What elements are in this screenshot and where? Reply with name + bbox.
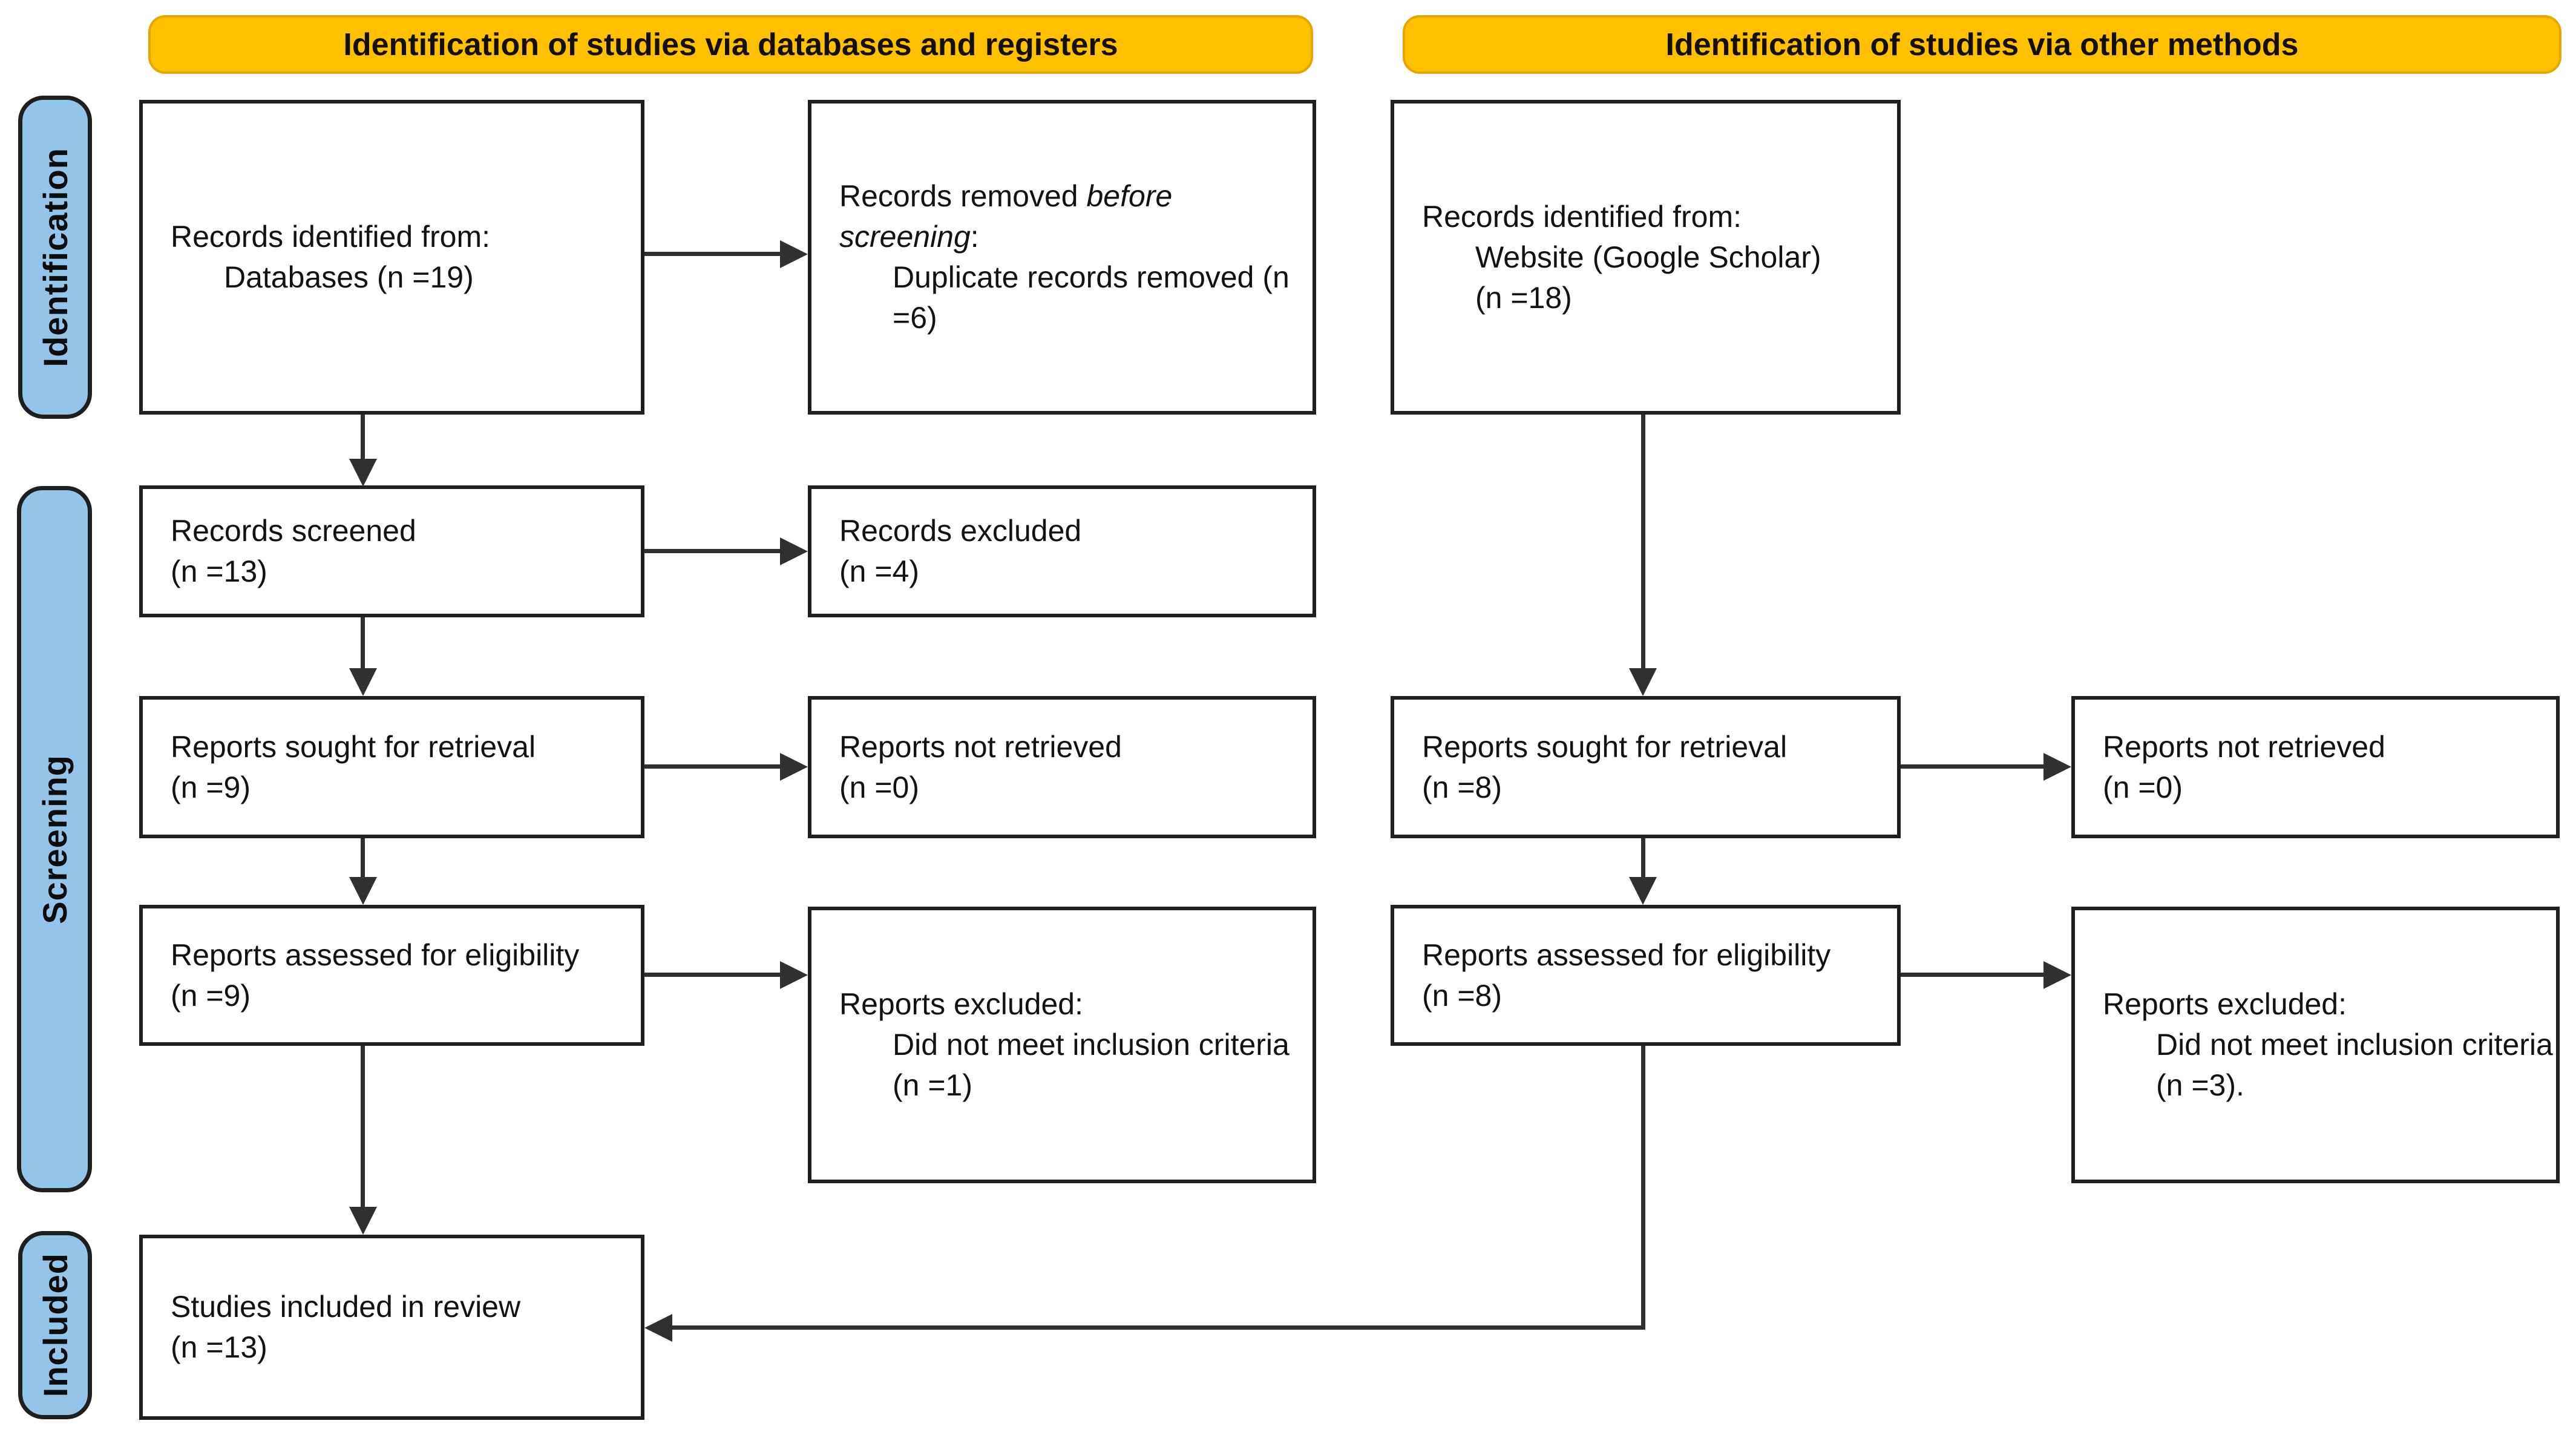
box-text-line: (n =4) — [839, 554, 920, 588]
arrow-sought-other-to-notretrieved-head — [2043, 753, 2071, 781]
arrow-screened-to-excluded-line — [644, 549, 781, 553]
box-text-line: Records removed before — [839, 179, 1173, 213]
arrow-sought-other-to-assessed-line — [1641, 838, 1645, 879]
box-records-identified-website: Records identified from: Website (Google … — [1391, 100, 1901, 415]
box-reports-excluded-databases: Reports excluded: Did not meet inclusion … — [808, 907, 1316, 1183]
box-records-removed-before-screening: Records removed before screening: Duplicat… — [808, 100, 1316, 415]
arrow-sought-to-notretrieved-line — [644, 764, 781, 769]
box-text-line: Records identified from: — [1422, 199, 1742, 234]
box-text-line: Studies included in review — [171, 1290, 521, 1324]
banner-other-methods-label: Identification of studies via other meth… — [1665, 27, 2299, 62]
box-text-line: Records screened — [171, 514, 416, 548]
box-text-line: (n =13) — [171, 554, 267, 588]
box-text-line: Reports assessed for eligibility — [171, 938, 580, 972]
arrow-assessed-to-excluded-line — [644, 973, 781, 977]
arrow-identified-to-removed-head — [780, 240, 808, 268]
arrow-assessed-to-excluded-head — [780, 961, 808, 989]
arrow-identified-to-screened-head — [349, 459, 377, 487]
arrow-assessed-to-included-head — [349, 1207, 377, 1235]
box-text-line: (n =8) — [1422, 978, 1503, 1013]
arrow-assessed-to-included-line — [361, 1046, 365, 1209]
arrow-sought-other-to-assessed-head — [1629, 877, 1657, 905]
box-reports-sought-other: Reports sought for retrieval (n =8) — [1391, 696, 1901, 838]
phase-identification: Identification — [18, 96, 92, 419]
box-text-line: (n =8) — [1422, 770, 1503, 804]
box-text-line: Reports excluded: — [2103, 987, 2347, 1021]
arrow-website-to-sought-line — [1641, 415, 1645, 669]
arrow-screened-to-sought-line — [361, 617, 365, 671]
arrow-assessed-other-to-included-head — [644, 1314, 672, 1342]
arrow-identified-to-removed-line — [644, 252, 781, 256]
arrow-identified-to-screened-line — [361, 415, 365, 461]
phase-identification-label: Identification — [36, 147, 74, 367]
box-text-line: (n =1) — [893, 1068, 973, 1102]
box-text-line: (n =9) — [171, 978, 251, 1013]
arrow-website-to-sought-head — [1629, 668, 1657, 696]
box-text-line: Databases (n =19) — [224, 260, 474, 294]
box-text-line: (n =3). — [2156, 1068, 2244, 1102]
box-text-line: Records identified from: — [171, 220, 491, 254]
box-reports-excluded-other: Reports excluded: Did not meet inclusion … — [2071, 907, 2560, 1183]
box-reports-assessed-other: Reports assessed for eligibility (n =8) — [1391, 905, 1901, 1046]
arrow-screened-to-excluded-head — [780, 537, 808, 565]
banner-databases-registers-label: Identification of studies via databases … — [343, 27, 1118, 62]
box-reports-not-retrieved-databases: Reports not retrieved (n =0) — [808, 696, 1316, 838]
box-text-line: Reports sought for retrieval — [1422, 729, 1788, 764]
box-text-line: (n =13) — [171, 1330, 267, 1364]
phase-screening-label: Screening — [35, 754, 74, 924]
phase-screening: Screening — [17, 486, 92, 1192]
arrow-assessed-other-to-included-horizontal — [671, 1325, 1645, 1330]
box-text-line: Reports excluded: — [839, 987, 1084, 1021]
arrow-screened-to-sought-head — [349, 668, 377, 696]
box-text-line: (n =0) — [2103, 770, 2183, 804]
arrow-assessed-other-to-excluded-line — [1901, 973, 2045, 977]
banner-databases-registers: Identification of studies via databases … — [148, 15, 1313, 74]
box-text-line: (n =18) — [1475, 280, 1572, 315]
box-reports-not-retrieved-other: Reports not retrieved (n =0) — [2071, 696, 2560, 838]
box-text-line: Website (Google Scholar) — [1475, 240, 1821, 274]
box-text-line: Reports sought for retrieval — [171, 729, 536, 764]
box-records-identified-databases: Records identified from: Databases (n =19… — [139, 100, 644, 415]
box-text-line: Duplicate records removed (n — [893, 260, 1290, 294]
arrow-sought-other-to-notretrieved-line — [1901, 764, 2045, 769]
box-reports-sought-databases: Reports sought for retrieval (n =9) — [139, 696, 644, 838]
arrow-assessed-other-to-excluded-head — [2043, 961, 2071, 989]
box-text-line: (n =9) — [171, 770, 251, 804]
box-text-line: (n =0) — [839, 770, 920, 804]
box-text-line: Did not meet inclusion criteria — [893, 1028, 1290, 1062]
box-records-excluded: Records excluded (n =4) — [808, 485, 1316, 617]
box-text-line: screening: — [839, 220, 979, 254]
arrow-assessed-other-to-included-vertical — [1641, 1046, 1645, 1330]
arrow-sought-to-assessed-head — [349, 877, 377, 905]
phase-included: Included — [18, 1231, 92, 1419]
box-records-screened: Records screened (n =13) — [139, 485, 644, 617]
box-text-line: Records excluded — [839, 514, 1082, 548]
box-studies-included: Studies included in review (n =13) — [139, 1235, 644, 1420]
box-text-line: Reports not retrieved — [2103, 729, 2385, 764]
box-reports-assessed-databases: Reports assessed for eligibility (n =9) — [139, 905, 644, 1046]
box-text-line: Did not meet inclusion criteria — [2156, 1028, 2553, 1062]
box-text-line: Reports assessed for eligibility — [1422, 938, 1831, 972]
banner-other-methods: Identification of studies via other meth… — [1403, 15, 2561, 74]
phase-included-label: Included — [36, 1253, 74, 1397]
arrow-sought-to-notretrieved-head — [780, 753, 808, 781]
box-text-line: =6) — [893, 301, 937, 335]
box-text-line: Reports not retrieved — [839, 729, 1122, 764]
arrow-sought-to-assessed-line — [361, 838, 365, 879]
